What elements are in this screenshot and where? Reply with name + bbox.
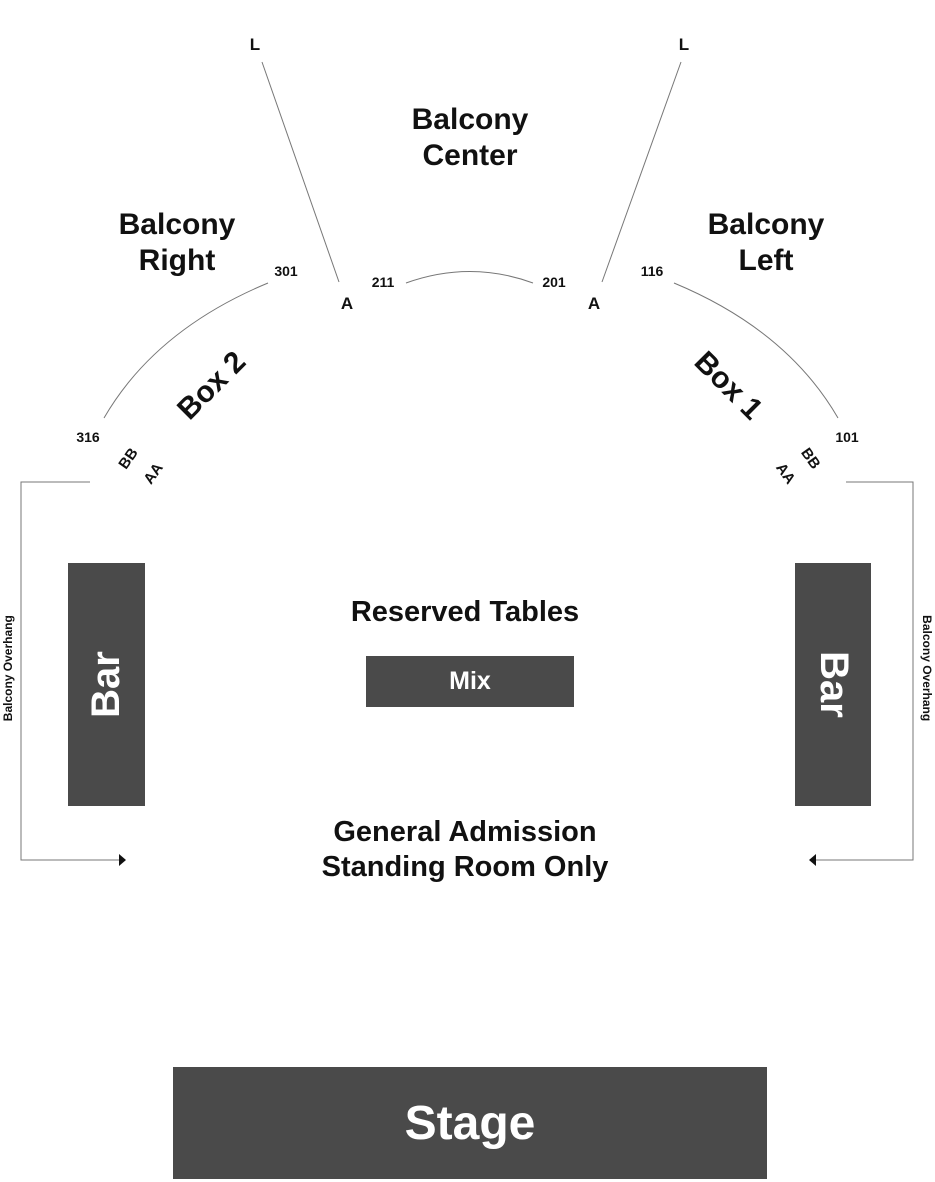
row-marker-right-a: A bbox=[587, 294, 601, 313]
seat-number-316: 316 bbox=[76, 429, 100, 445]
mix-position[interactable]: Mix bbox=[366, 656, 574, 707]
seat-number-101: 101 bbox=[835, 429, 859, 445]
overhang-right-bracket bbox=[816, 481, 914, 861]
seat-number-301: 301 bbox=[274, 263, 298, 279]
balcony-center-line-2: Center bbox=[422, 139, 518, 172]
overhang-right-arrow-icon bbox=[809, 854, 816, 866]
bar-right[interactable]: Bar bbox=[795, 563, 871, 806]
overhang-left-bracket bbox=[20, 481, 119, 861]
balcony-overhang-right-label: Balcony Overhang bbox=[920, 615, 935, 722]
row-marker-left-a: A bbox=[340, 294, 354, 313]
bar-left[interactable]: Bar bbox=[68, 563, 145, 806]
overhang-left-arrow-icon bbox=[119, 854, 126, 866]
general-admission-line-2: Standing Room Only bbox=[321, 850, 609, 883]
balcony-center-line-1: Balcony bbox=[411, 103, 529, 136]
general-admission-label[interactable]: General Admission Standing Room Only bbox=[265, 815, 665, 885]
balcony-center-left-row-line bbox=[261, 61, 340, 283]
box-2-arc bbox=[103, 282, 269, 419]
reserved-tables-label[interactable]: Reserved Tables bbox=[350, 596, 580, 628]
row-marker-left-l: L bbox=[249, 35, 261, 54]
bar-right-label: Bar bbox=[811, 651, 856, 718]
mix-label: Mix bbox=[449, 667, 491, 695]
box-1-arc bbox=[673, 282, 839, 419]
general-admission-line-1: General Admission bbox=[333, 816, 597, 848]
bar-left-label: Bar bbox=[83, 651, 128, 718]
seat-number-116: 116 bbox=[640, 263, 664, 279]
balcony-left-line-2: Left bbox=[738, 244, 794, 277]
balcony-right-line-2: Right bbox=[138, 244, 216, 277]
balcony-left-label[interactable]: Balcony Left bbox=[666, 207, 866, 279]
balcony-right-line-1: Balcony bbox=[118, 208, 236, 241]
balcony-center-right-row-line bbox=[601, 61, 682, 283]
seat-number-211: 211 bbox=[371, 274, 395, 290]
balcony-overhang-left-label: Balcony Overhang bbox=[0, 615, 15, 722]
balcony-center-arc bbox=[405, 271, 534, 284]
seat-number-201: 201 bbox=[542, 274, 566, 290]
row-marker-right-l: L bbox=[678, 35, 690, 54]
stage-label: Stage bbox=[404, 1096, 536, 1150]
balcony-right-label[interactable]: Balcony Right bbox=[77, 207, 277, 279]
balcony-center-label[interactable]: Balcony Center bbox=[370, 102, 570, 174]
stage[interactable]: Stage bbox=[173, 1067, 767, 1179]
balcony-left-line-1: Balcony bbox=[707, 208, 825, 241]
